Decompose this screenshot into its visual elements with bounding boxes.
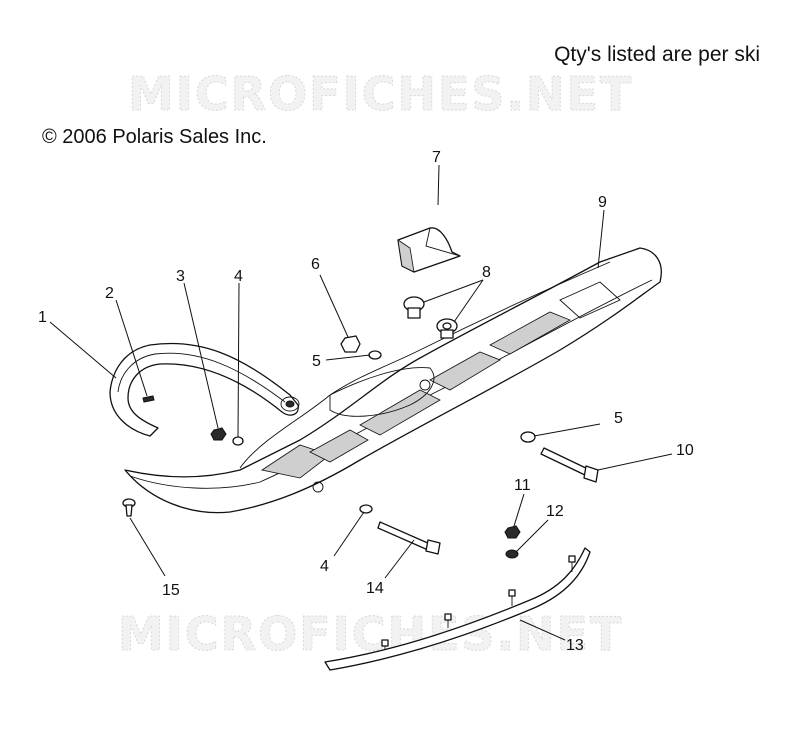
nut-6: [340, 335, 361, 353]
callout-2: 2: [105, 285, 114, 302]
bolt-8a: [403, 296, 425, 319]
washer-12: [505, 549, 519, 559]
wear-block: [397, 227, 461, 273]
washer-5-upper: [368, 350, 382, 360]
watermark-bottom: MICROFICHES.NET: [118, 607, 623, 661]
washer-5-lower: [520, 431, 536, 443]
callout-5-upper: 5: [312, 353, 321, 370]
nut-3: [210, 427, 227, 441]
callout-5-lower: 5: [614, 410, 623, 427]
callout-9: 9: [598, 194, 607, 211]
callout-10: 10: [676, 442, 694, 459]
washer-4-lower: [359, 504, 373, 514]
callout-3: 3: [176, 268, 185, 285]
rivet-15: [122, 498, 136, 517]
bolt-14: [377, 521, 441, 555]
callout-11: 11: [514, 477, 531, 494]
ski-handle: [109, 342, 300, 437]
callout-15: 15: [162, 582, 180, 599]
callout-6: 6: [311, 256, 320, 273]
leader-lines: [49, 164, 673, 641]
callout-4-upper: 4: [234, 268, 243, 285]
copyright-notice: © 2006 Polaris Sales Inc.: [42, 126, 267, 148]
watermark-top: MICROFICHES.NET: [128, 67, 633, 121]
bolt-8b: [436, 318, 458, 339]
ski-body: [124, 247, 662, 514]
callout-7: 7: [432, 149, 441, 166]
carbide-runner: [324, 547, 591, 671]
nut-11: [504, 525, 521, 539]
callout-12: 12: [546, 503, 564, 520]
bolt-10: [540, 447, 599, 483]
washer-4-upper: [232, 436, 244, 446]
callout-labels: 1 2 3 4 4 5 5 6 7 8 9 10 11 12 13 14 15: [38, 149, 694, 654]
callout-13: 13: [566, 637, 584, 654]
callout-8: 8: [482, 264, 491, 281]
roll-pin: [142, 395, 155, 403]
callout-4-lower: 4: [320, 558, 329, 575]
quantity-note: Qty's listed are per ski: [554, 43, 760, 66]
callout-14: 14: [366, 580, 384, 597]
callout-1: 1: [38, 309, 47, 326]
